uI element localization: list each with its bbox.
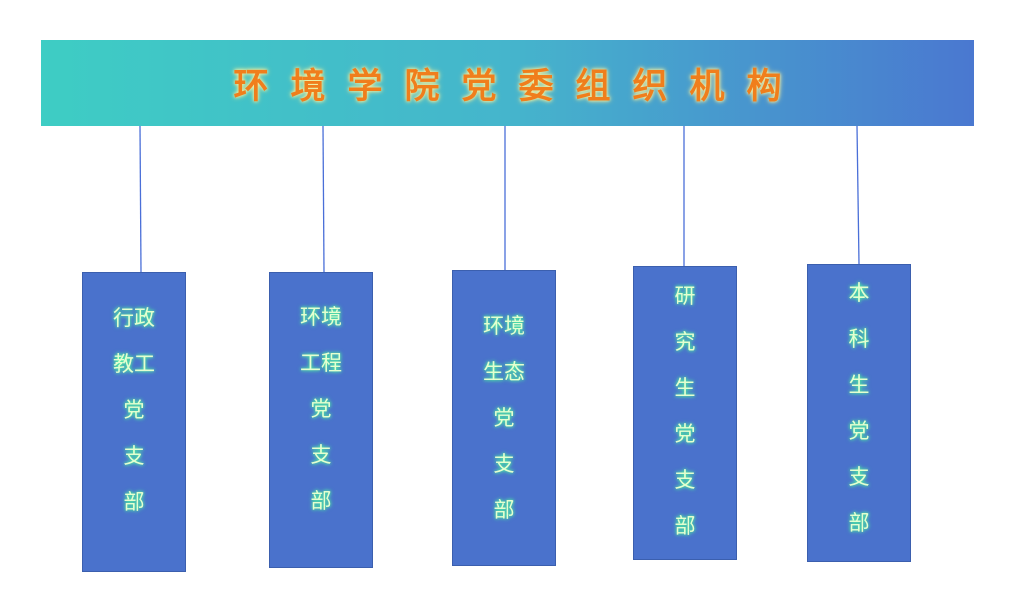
branch-box-env-engineering: 环境 工程 党 支 部 xyxy=(269,272,373,568)
branch-label-line: 支 xyxy=(848,465,870,489)
connector-line xyxy=(322,125,325,273)
branch-box-admin-faculty: 行政 教工 党 支 部 xyxy=(82,272,186,572)
branch-label-line: 研 xyxy=(674,284,696,308)
branch-label-line: 党 xyxy=(123,398,145,422)
branch-label-line: 环境 xyxy=(483,314,525,338)
branch-label-line: 环境 xyxy=(300,305,342,329)
branch-label-line: 支 xyxy=(123,444,145,468)
branch-label-line: 生态 xyxy=(483,360,525,384)
org-chart-title: 环境学院党委组织机构 xyxy=(233,66,804,107)
branch-label-line: 工程 xyxy=(300,351,342,375)
branch-box-undergraduate: 本 科 生 党 支 部 xyxy=(807,264,911,562)
branch-label-line: 生 xyxy=(674,376,696,400)
branch-label-line: 科 xyxy=(848,327,870,351)
branch-label-line: 党 xyxy=(674,422,696,446)
branch-label-line: 部 xyxy=(674,514,696,538)
branch-label-line: 生 xyxy=(848,373,870,397)
branch-label-line: 部 xyxy=(493,498,515,522)
branch-label-line: 党 xyxy=(848,419,870,443)
connector-line xyxy=(139,125,142,273)
branch-label-line: 党 xyxy=(493,406,515,430)
branch-label-line: 支 xyxy=(493,452,515,476)
connector-line xyxy=(856,125,860,265)
branch-label-line: 行政 xyxy=(113,306,155,330)
branch-label-line: 教工 xyxy=(113,352,155,376)
branch-label-line: 部 xyxy=(848,511,870,535)
branch-label-line: 部 xyxy=(123,490,145,514)
branch-label-line: 支 xyxy=(674,468,696,492)
branch-box-env-ecology: 环境 生态 党 支 部 xyxy=(452,270,556,566)
branch-label-line: 究 xyxy=(674,330,696,354)
branch-label-line: 支 xyxy=(310,443,332,467)
branch-box-graduate: 研 究 生 党 支 部 xyxy=(633,266,737,560)
org-chart-header: 环境学院党委组织机构 xyxy=(41,40,974,126)
branch-label-line: 本 xyxy=(848,281,870,305)
branch-label-line: 党 xyxy=(310,397,332,421)
branch-label-line: 部 xyxy=(310,489,332,513)
